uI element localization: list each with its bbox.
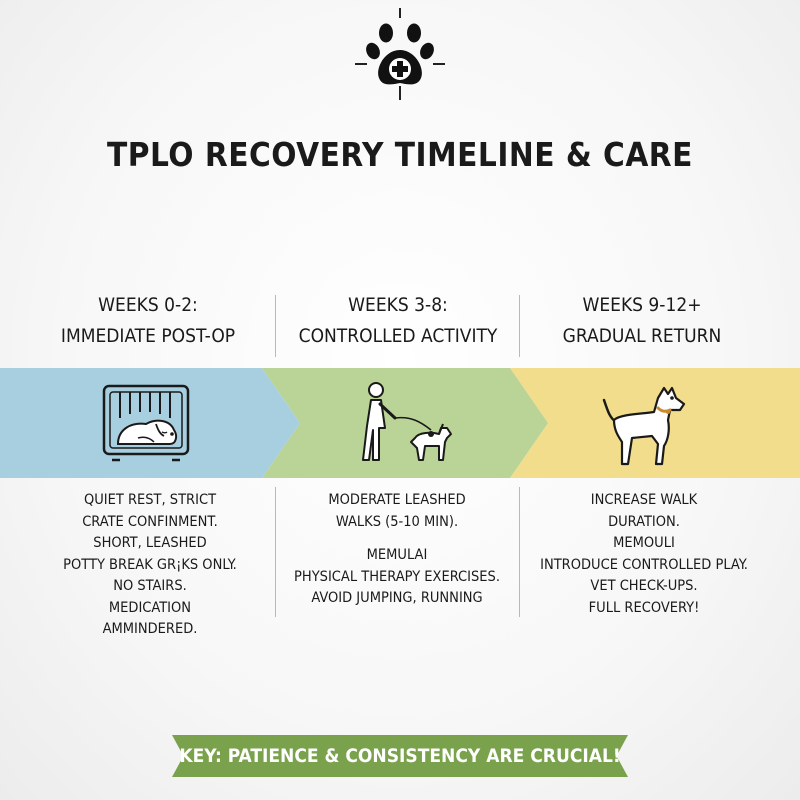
- page-title: TPLO RECOVERY TIMELINE & CARE: [107, 135, 693, 174]
- phase-2-body: MODERATE LEASHED WALKS (5-10 MIN). MEMUL…: [272, 490, 522, 610]
- phase-3-body-line: INCREASE WALK: [590, 492, 698, 508]
- phase-3-heading: WEEKS 9-12+ GRADUAL RETURN: [522, 290, 762, 352]
- phase-3-body-line: MEMOULI: [613, 535, 675, 551]
- person-walking-leashed-dog-icon: [362, 382, 452, 461]
- paw-medical-cross-icon: [355, 8, 445, 100]
- phase-2-body-line: MODERATE LEASHED: [328, 492, 466, 508]
- phase-2-band: [262, 368, 548, 478]
- key-banner-text: KEY: PATIENCE & CONSISTENCY ARE CRUCIAL!: [179, 745, 621, 767]
- phase-3-body: INCREASE WALK DURATION. MEMOULI INTRODUC…: [519, 490, 769, 619]
- phase-2-body-line: WALKS (5-10 MIN).: [335, 513, 459, 530]
- phase-3-body-line: DURATION.: [608, 513, 680, 530]
- phase-1-body-line: NO STAIRS.: [113, 578, 187, 594]
- phase-2-body-line: AVOID JUMPING, RUNNING: [311, 590, 483, 606]
- phase-2-heading: WEEKS 3-8: CONTROLLED ACTIVITY: [278, 290, 518, 352]
- phase-1-body-line: SHORT, LEASHED: [93, 535, 207, 551]
- body-divider-1: [275, 487, 276, 617]
- phase-1-heading-line-1: WEEKS 0-2:: [98, 294, 198, 316]
- body-divider-2: [519, 487, 520, 617]
- key-banner: [172, 735, 628, 777]
- phase-2-body-line: PHYSICAL THERAPY EXERCISES.: [294, 568, 500, 585]
- phase-3-body-line: FULL RECOVERY!: [588, 599, 700, 616]
- phase-2-heading-line-1: WEEKS 3-8:: [348, 294, 448, 316]
- phase-1-body-line: MEDICATION: [108, 599, 192, 616]
- phase-1-body-line: AMMINDERED.: [102, 621, 198, 637]
- phase-1-body-line: QUIET REST, STRICT: [83, 492, 217, 508]
- header-divider-2: [519, 295, 520, 357]
- phase-1-heading: WEEKS 0-2: IMMEDIATE POST-OP: [28, 290, 268, 352]
- phase-1-heading-line-2: IMMEDIATE POST-OP: [60, 325, 236, 347]
- standing-dog-icon: [602, 386, 686, 466]
- phase-1-body-line: POTTY BREAK GR¡KS ONLY.: [63, 556, 237, 573]
- phase-3-heading-line-1: WEEKS 9-12+: [582, 294, 702, 316]
- phase-3-body-line: VET CHECK-UPS.: [590, 578, 698, 594]
- phase-2-heading-line-2: CONTROLLED ACTIVITY: [298, 325, 498, 347]
- phase-1-body: QUIET REST, STRICT CRATE CONFINMENT. SHO…: [25, 490, 275, 641]
- phase-3-body-line: INTRODUCE CONTROLLED PLAY.: [540, 556, 748, 573]
- dog-in-crate-icon: [102, 384, 190, 462]
- header-divider-1: [275, 295, 276, 357]
- phase-3-heading-line-2: GRADUAL RETURN: [562, 325, 722, 347]
- phase-2-body-spacer: [272, 533, 522, 545]
- phase-1-body-line: CRATE CONFINMENT.: [82, 513, 218, 530]
- phase-2-body-line: MEMULAI: [366, 547, 428, 563]
